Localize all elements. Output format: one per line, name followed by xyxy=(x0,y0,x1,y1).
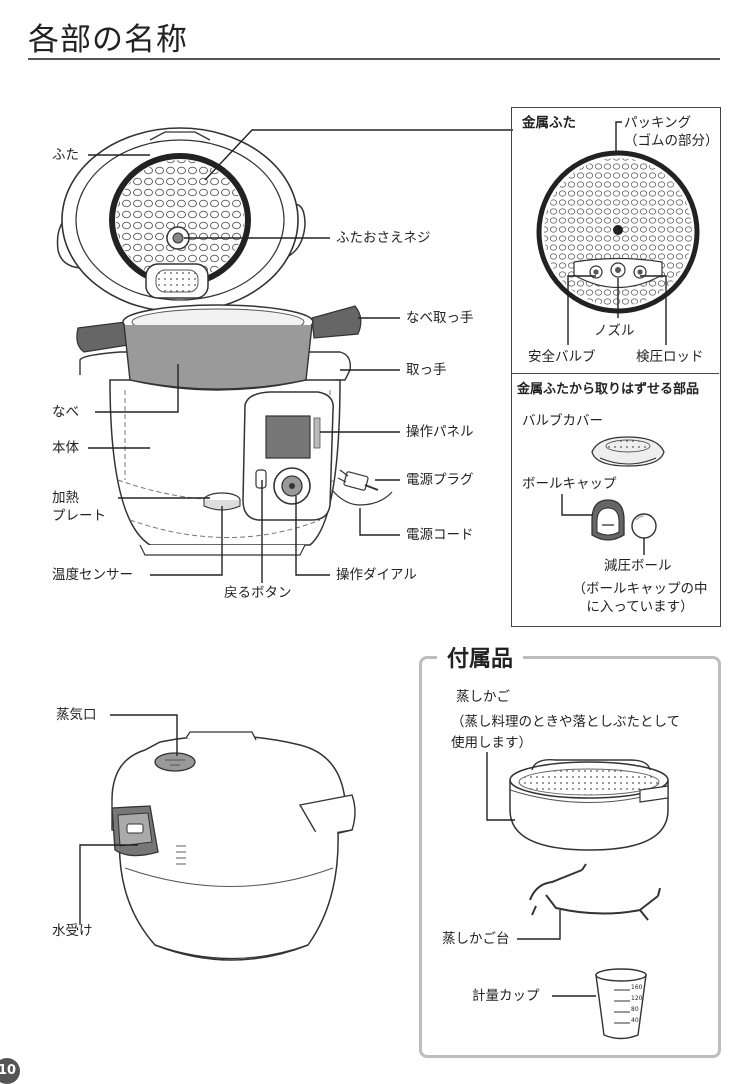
label-lid-screw: ふたおさえネジ xyxy=(336,230,431,246)
label-removable-parts: 金属ふたから取りはずせる部品 xyxy=(517,382,700,397)
accessories-title: 付属品 xyxy=(437,641,524,673)
cup-mark-80: 80 xyxy=(631,1006,639,1013)
cup-mark-120: 120 xyxy=(631,995,643,1002)
label-pot: なべ xyxy=(52,404,79,420)
leader-lines-parts xyxy=(561,494,645,555)
label-control-dial: 操作ダイアル xyxy=(336,567,417,583)
leader-lines-closed xyxy=(79,714,178,925)
label-steam-stand: 蒸しかご台 xyxy=(442,931,510,947)
power-plug-cord xyxy=(331,469,393,506)
label-steam-basket-note: （蒸し料理のときや落としぶたとして 使用します） xyxy=(451,714,681,751)
label-pressure-rod: 検圧ロッド xyxy=(636,349,704,365)
cup-mark-160: 160 xyxy=(631,984,643,991)
label-temp-sensor: 温度センサー xyxy=(52,567,133,583)
label-power-plug: 電源プラグ xyxy=(406,472,474,488)
steam-basket-illustration xyxy=(509,759,669,851)
label-lid: ふた xyxy=(52,147,79,163)
metal-lid-illustration xyxy=(536,150,700,314)
open-lid xyxy=(56,127,306,313)
steam-stand-illustration xyxy=(529,863,661,921)
leader-lines-lid xyxy=(567,121,667,345)
title-rule xyxy=(28,58,720,60)
label-metal-lid: 金属ふた xyxy=(522,115,576,131)
label-ball-cap: ボールキャップ xyxy=(522,476,617,492)
label-body: 本体 xyxy=(52,440,79,456)
control-panel xyxy=(242,391,334,521)
label-valve-cover: バルブカバー xyxy=(522,413,603,429)
cup-mark-40: 40 xyxy=(631,1017,639,1024)
closed-cooker-illustration xyxy=(111,731,356,961)
accessories-box xyxy=(419,656,721,1058)
label-power-cord: 電源コード xyxy=(406,527,474,543)
label-back-button: 戻るボタン xyxy=(224,585,292,601)
valve-cover-illustration xyxy=(591,436,665,467)
panel-divider xyxy=(511,373,719,374)
label-packing: パッキング （ゴムの部分） xyxy=(624,115,719,149)
label-steam-basket: 蒸しかご xyxy=(456,689,510,705)
page-number: 10 xyxy=(0,1058,20,1084)
label-pot-handle: なべ取っ手 xyxy=(406,310,474,326)
metal-lid-panel xyxy=(511,107,721,627)
label-nozzle: ノズル xyxy=(594,323,635,339)
leader-lines-accessories xyxy=(486,752,596,997)
leader-lines-main xyxy=(88,129,513,583)
page-title: 各部の名称 xyxy=(28,22,188,58)
label-heating-plate: 加熱 プレート xyxy=(52,490,106,524)
label-safety-valve: 安全バルブ xyxy=(528,349,596,365)
inner-pot xyxy=(76,304,362,391)
measuring-cup-illustration xyxy=(595,968,647,1040)
label-water-tray: 水受け xyxy=(52,923,93,939)
label-handle: 取っ手 xyxy=(406,362,447,378)
label-pressure-ball: 減圧ボール xyxy=(604,558,672,574)
ball-cap-illustration xyxy=(591,499,657,541)
label-ball-note: （ボールキャップの中 に入っています） xyxy=(572,581,708,615)
label-measuring-cup: 計量カップ xyxy=(472,988,540,1004)
label-steam-vent: 蒸気口 xyxy=(56,707,97,723)
label-control-panel: 操作パネル xyxy=(406,424,474,440)
